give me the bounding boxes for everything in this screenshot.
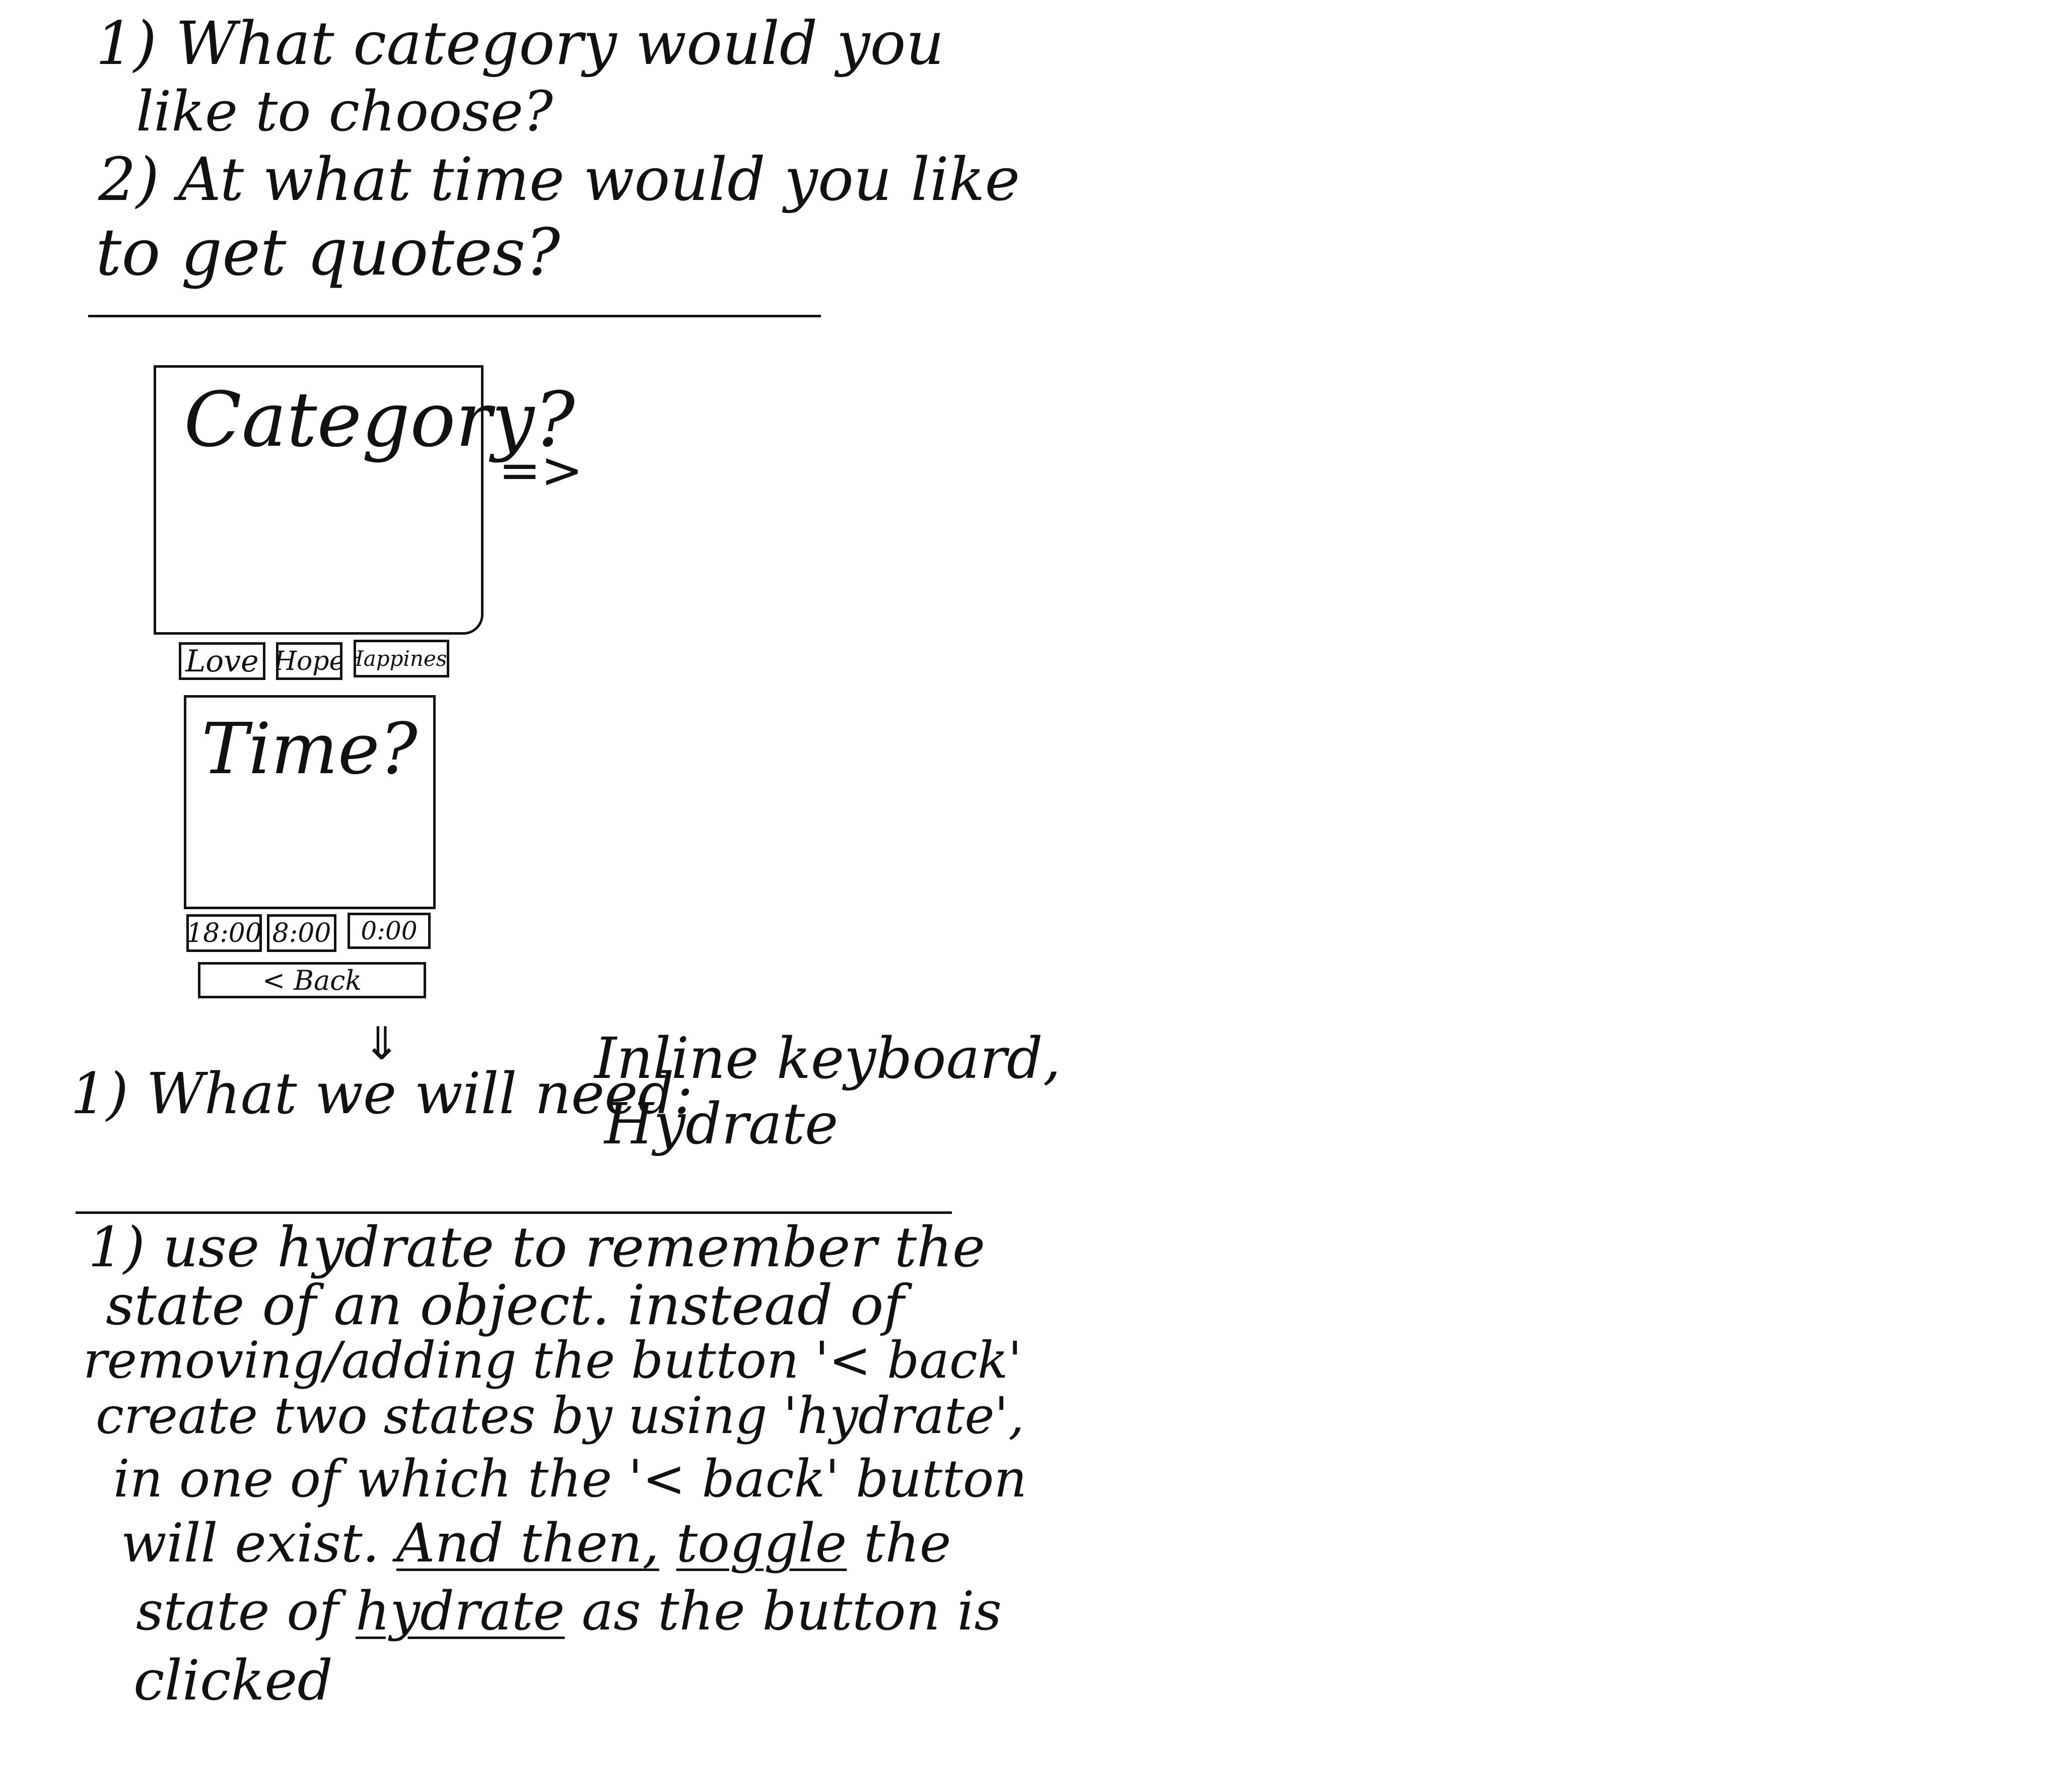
notes-hydrate: hydrate xyxy=(355,1580,565,1642)
notes-line-5: in one of which the '< back' button xyxy=(113,1449,1027,1509)
needs-item-2: Hydrate xyxy=(604,1092,839,1157)
needs-prefix: 1) What we will need: xyxy=(71,1061,693,1127)
notes-line-7-start: state of xyxy=(136,1580,339,1642)
question-1-line-1: 1) What category would you xyxy=(96,9,944,78)
divider-bottom xyxy=(76,1211,952,1214)
notes-line-6-start: will exist. xyxy=(121,1512,380,1574)
time-button-0[interactable]: 0:00 xyxy=(348,913,431,949)
needs-item-1: Inline keyboard, xyxy=(594,1026,1061,1092)
notes-line-6-end: the xyxy=(864,1512,951,1574)
time-button-18[interactable]: 18:00 xyxy=(186,914,262,952)
notes-line-3: removing/adding the button '< back' xyxy=(83,1331,1022,1390)
notes-toggle: toggle xyxy=(676,1512,847,1574)
question-2-line-1: 2) At what time would you like xyxy=(98,145,1020,214)
next-arrow-icon: => xyxy=(499,441,583,500)
category-button-happiness[interactable]: Happiness xyxy=(354,640,449,677)
time-screen: Time? xyxy=(184,695,436,909)
down-arrow-icon: ⇓ xyxy=(363,1017,401,1070)
divider-top xyxy=(88,315,821,317)
notes-line-2: state of an object. instead of xyxy=(106,1273,905,1337)
notes-line-7: state of hydrate as the button is xyxy=(136,1580,1002,1642)
back-button[interactable]: < Back xyxy=(198,962,426,998)
notes-line-7-end: as the button is xyxy=(581,1580,1002,1642)
time-screen-title: Time? xyxy=(201,708,418,790)
category-button-hope[interactable]: Hope xyxy=(276,642,342,680)
notes-line-1: 1) use hydrate to remember the xyxy=(88,1215,986,1279)
category-button-love[interactable]: Love xyxy=(179,642,265,680)
category-screen-title: Category? xyxy=(184,376,575,464)
time-button-8[interactable]: 8:00 xyxy=(267,914,336,952)
notes-line-6: will exist. And then, toggle the xyxy=(121,1512,951,1574)
notes-line-4: create two states by using 'hydrate', xyxy=(96,1386,1024,1445)
question-1-line-2: like to choose? xyxy=(136,79,553,144)
category-screen: Category? xyxy=(154,365,575,635)
question-2-line-2: to get quotes? xyxy=(96,215,560,290)
notes-line-8: clicked xyxy=(133,1648,333,1713)
notes-and-then: And then, xyxy=(396,1512,659,1574)
